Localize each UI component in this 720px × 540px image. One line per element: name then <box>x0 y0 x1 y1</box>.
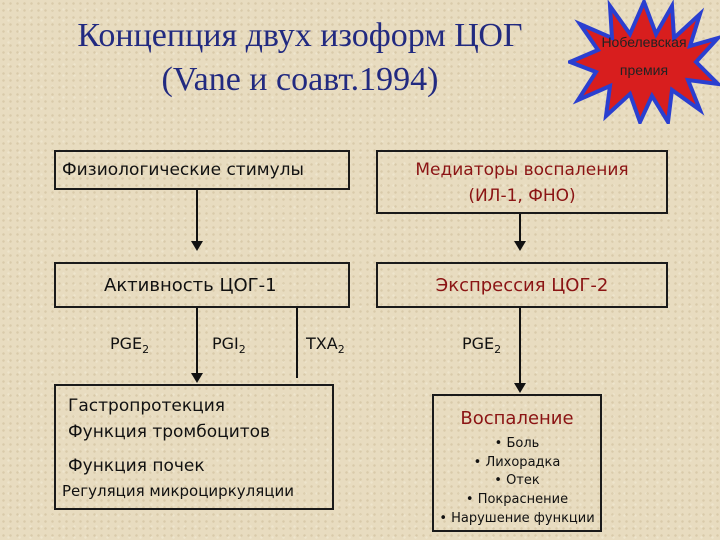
connector-line <box>196 308 198 376</box>
cox2-expression-label: Экспрессия ЦОГ-2 <box>435 275 609 296</box>
effect-microcirculation: Регуляция микроциркуляции <box>62 482 294 500</box>
slide-title: Концепция двух изоформ ЦОГ (Vane и соавт… <box>30 14 570 102</box>
badge-line-2: премия <box>619 62 669 78</box>
symptom-edema: • Отек <box>494 473 540 488</box>
symptom-pain: • Боль <box>494 436 540 451</box>
inflammation-label: Воспаление <box>460 408 574 429</box>
arrow-down-icon <box>514 383 526 393</box>
arrow-down-icon <box>191 373 203 383</box>
mediators-sublabel: (ИЛ-1, ФНО) <box>468 186 576 206</box>
symptom-fever: • Лихорадка <box>473 455 561 470</box>
arrow-down-icon <box>514 241 526 251</box>
inflammatory-mediators-box: Медиаторы воспаления (ИЛ-1, ФНО) <box>376 150 668 214</box>
symptom-loss-of-function: • Нарушение функции <box>439 511 595 526</box>
cox1-activity-box: Активность ЦОГ-1 <box>54 262 350 308</box>
mediators-label: Медиаторы воспаления <box>415 160 629 180</box>
connector-line <box>296 308 298 378</box>
title-line-2: (Vane и соавт.1994) <box>161 61 439 98</box>
physiological-stimuli-box: Физиологические стимулы <box>54 150 350 190</box>
connector-line <box>196 190 198 242</box>
effect-platelet-function: Функция тромбоцитов <box>68 422 271 442</box>
inflammation-box: Воспаление • Боль • Лихорадка • Отек • П… <box>432 394 602 532</box>
cox1-effects-box: Гастропротекция Функция тромбоцитов Функ… <box>54 384 334 510</box>
nobel-prize-badge: Нобелевская премия <box>568 0 720 124</box>
title-line-1: Концепция двух изоформ ЦОГ <box>77 17 523 54</box>
product-pge2: PGE2 <box>110 334 150 357</box>
product-txa2: TXA2 <box>306 334 345 357</box>
effect-gastroprotection: Гастропротекция <box>68 396 226 416</box>
effect-kidney-function: Функция почек <box>68 456 205 476</box>
product-pge2-cox2: PGE2 <box>462 334 502 357</box>
connector-line <box>519 214 521 242</box>
connector-line <box>519 308 521 384</box>
cox2-expression-box: Экспрессия ЦОГ-2 <box>376 262 668 308</box>
symptom-redness: • Покраснение <box>465 492 569 507</box>
cox1-activity-label: Активность ЦОГ-1 <box>104 275 277 296</box>
arrow-down-icon <box>191 241 203 251</box>
badge-line-1: Нобелевская <box>601 34 687 50</box>
physiological-stimuli-label: Физиологические стимулы <box>62 160 304 180</box>
starburst-icon <box>568 0 720 124</box>
product-pgi2: PGI2 <box>212 334 246 357</box>
